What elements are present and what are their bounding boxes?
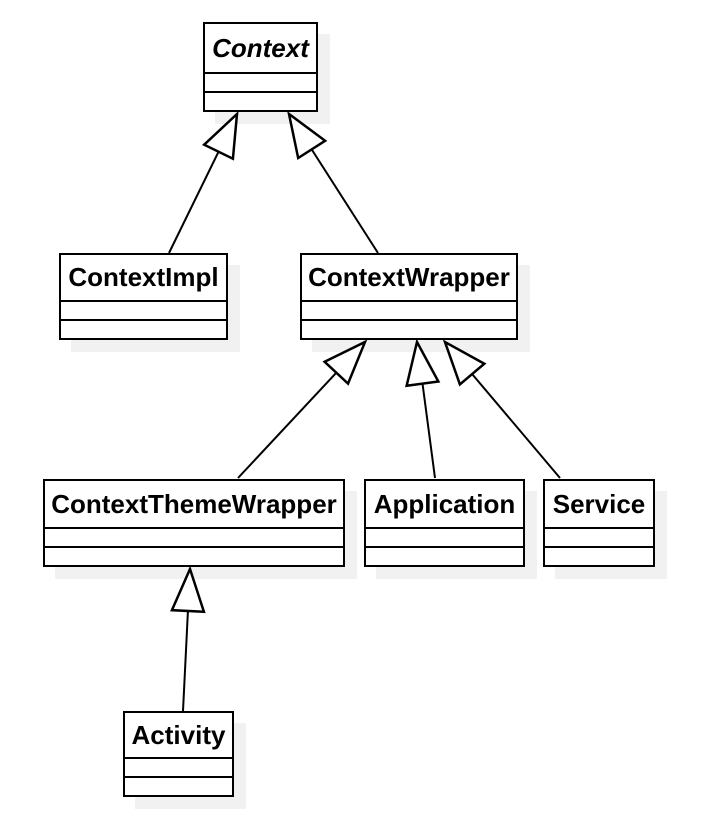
attributes-compartment — [366, 527, 523, 546]
methods-compartment — [545, 546, 653, 565]
class-name: ContextWrapper — [308, 262, 510, 292]
class-name: ContextImpl — [68, 262, 219, 292]
class-name: ContextThemeWrapper — [51, 488, 337, 519]
methods-compartment — [45, 546, 343, 565]
class-name: Application — [373, 488, 516, 519]
class-name: Service — [552, 488, 646, 519]
class-box-contextthemewrapper: ContextThemeWrapper — [43, 479, 345, 567]
attributes-compartment — [302, 300, 516, 319]
class-box-contextwrapper: ContextWrapper — [300, 253, 518, 340]
class-name: Activity — [131, 719, 226, 750]
class-box-service: Service — [543, 479, 655, 567]
class-box-application: Application — [364, 479, 525, 567]
class-box-contextimpl: ContextImpl — [59, 253, 228, 340]
class-box-context: Context — [203, 22, 318, 112]
class-box-activity: Activity — [123, 711, 234, 797]
methods-compartment — [205, 91, 316, 110]
class-name: Context — [212, 32, 309, 63]
methods-compartment — [61, 319, 226, 338]
attributes-compartment — [205, 72, 316, 91]
attributes-compartment — [61, 300, 226, 319]
attributes-compartment — [545, 527, 653, 546]
methods-compartment — [366, 546, 523, 565]
attributes-compartment — [125, 757, 232, 776]
methods-compartment — [125, 776, 232, 795]
attributes-compartment — [45, 527, 343, 546]
methods-compartment — [302, 319, 516, 338]
